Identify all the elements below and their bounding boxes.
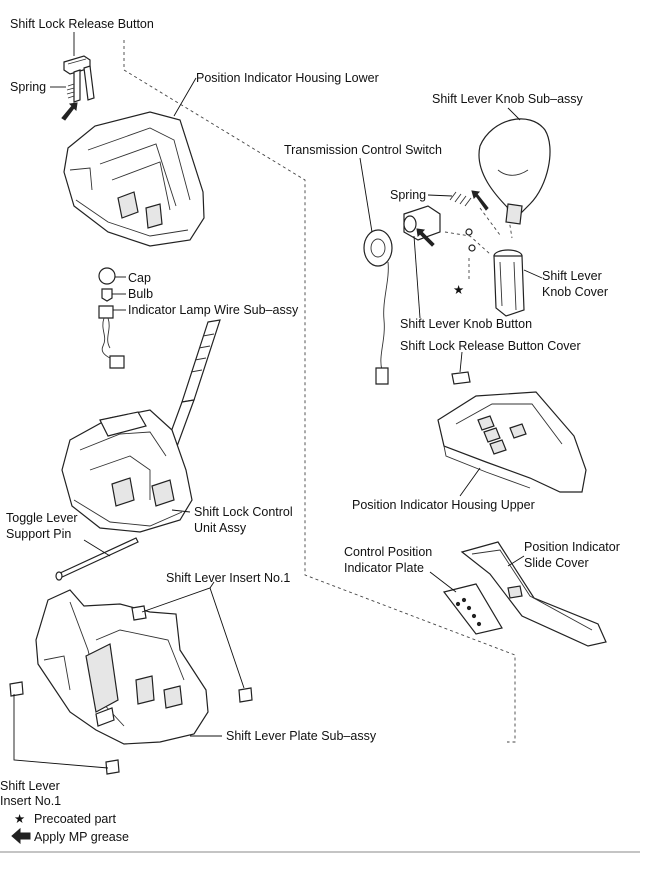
screws-part — [465, 228, 476, 252]
toggle-lever-support-pin-part — [55, 537, 139, 581]
label-position-indicator-housing-upper: Position Indicator Housing Upper — [352, 498, 535, 512]
legend: ★ Precoated part Apply MP grease — [11, 812, 129, 845]
leader-lines — [13, 32, 543, 769]
legend-precoated-text: Precoated part — [34, 812, 117, 826]
shift-lever-knob-cover-part — [493, 249, 525, 317]
star-marker: ★ — [453, 283, 464, 297]
shift-lock-release-button-part — [63, 55, 95, 103]
label-line: Shift Lock Control — [194, 505, 293, 519]
label-position-indicator-slide-cover: Position Indicator Slide Cover — [524, 540, 623, 570]
cap-part — [98, 267, 116, 285]
position-indicator-housing-lower-part — [63, 111, 205, 247]
shift-lock-release-button-cover-part — [451, 371, 471, 385]
label-spring-right: Spring — [390, 188, 426, 202]
shift-lever-plate-part — [35, 589, 209, 745]
label-line: Indicator Plate — [344, 561, 424, 575]
label-shift-lock-release-button: Shift Lock Release Button — [10, 17, 154, 31]
label-line: Support Pin — [6, 527, 71, 541]
indicator-lamp-wire-part — [98, 305, 125, 369]
legend-arrow-icon — [11, 827, 31, 845]
label-line: Knob Cover — [542, 285, 608, 299]
label-line: Toggle Lever — [6, 511, 78, 525]
label-control-position-indicator-plate: Control Position Indicator Plate — [344, 545, 436, 575]
label-transmission-control-switch: Transmission Control Switch — [284, 143, 442, 157]
position-indicator-housing-upper-part — [437, 391, 587, 493]
part-labels: Shift Lock Release Button Spring Positio… — [0, 17, 623, 808]
shift-lever-assembly-part — [61, 319, 221, 533]
label-toggle-lever-support-pin: Toggle Lever Support Pin — [6, 511, 81, 541]
shift-lever-knob-button-part — [403, 205, 441, 247]
position-indicator-slide-cover-part — [460, 541, 607, 647]
label-shift-lever-knob-button: Shift Lever Knob Button — [400, 317, 532, 331]
legend-grease-text: Apply MP grease — [34, 830, 129, 844]
label-indicator-lamp-wire: Indicator Lamp Wire Sub–assy — [128, 303, 299, 317]
control-position-indicator-plate-part — [442, 583, 503, 635]
label-position-indicator-housing-lower: Position Indicator Housing Lower — [196, 71, 379, 85]
label-line: Insert No.1 — [0, 794, 61, 808]
label-line: Slide Cover — [524, 556, 589, 570]
legend-star-icon: ★ — [14, 812, 25, 826]
label-line: Position Indicator — [524, 540, 620, 554]
label-shift-lever-knob-cover: Shift Lever Knob Cover — [542, 269, 608, 299]
spring-left-part — [61, 83, 78, 121]
spring-right-part — [449, 190, 489, 211]
shift-lever-insert-part — [9, 605, 253, 775]
transmission-control-switch-part — [363, 229, 393, 385]
bulb-part — [101, 288, 113, 302]
label-cap: Cap — [128, 271, 151, 285]
label-shift-lever-insert-top: Shift Lever Insert No.1 — [166, 571, 290, 585]
label-shift-lever-knob: Shift Lever Knob Sub–assy — [432, 92, 584, 106]
label-line: Unit Assy — [194, 521, 247, 535]
label-line: Shift Lever — [0, 779, 60, 793]
label-spring-left: Spring — [10, 80, 46, 94]
label-shift-lever-insert-bottom: Shift Lever Insert No.1 — [0, 779, 63, 808]
label-line: Shift Lever — [542, 269, 602, 283]
label-shift-lever-plate: Shift Lever Plate Sub–assy — [226, 729, 377, 743]
shift-lever-knob-part — [478, 118, 551, 225]
label-line: Control Position — [344, 545, 432, 559]
assembly-guide-lines — [123, 40, 516, 743]
label-bulb: Bulb — [128, 287, 153, 301]
label-shift-lock-control-unit: Shift Lock Control Unit Assy — [194, 505, 296, 535]
label-shift-lock-release-button-cover: Shift Lock Release Button Cover — [400, 339, 581, 353]
